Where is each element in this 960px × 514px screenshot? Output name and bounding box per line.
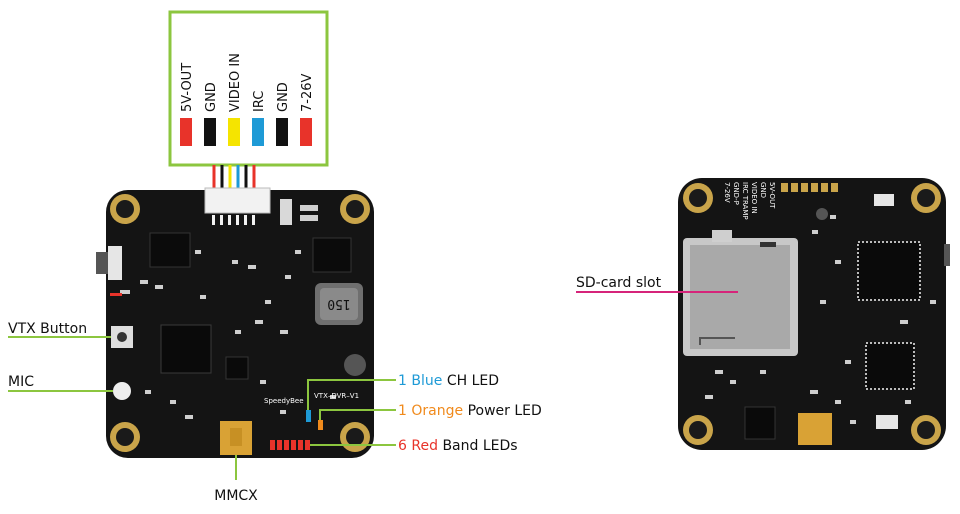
- pin-label: IRC: [252, 91, 267, 112]
- ic-chip: [225, 356, 249, 380]
- pin-color-swatch: [252, 118, 264, 146]
- ic-chip: [312, 237, 352, 273]
- pin-color-swatch: [228, 118, 240, 146]
- jst-connector: [204, 187, 271, 214]
- callout-orange-led: 1 Orange Power LED: [398, 403, 542, 419]
- pin-label: VIDEO IN: [228, 53, 243, 112]
- pin-label: GND: [204, 82, 219, 112]
- callout-vtx-button: VTX Button: [8, 321, 87, 337]
- solder-pads: [781, 183, 838, 192]
- vtx-button: [111, 326, 133, 348]
- mounting-hole: [911, 183, 941, 213]
- mounting-hole: [683, 415, 713, 445]
- mounting-hole: [340, 422, 370, 452]
- blue-led: [306, 410, 311, 422]
- model-silkscreen: VTX–DVR–V1: [314, 392, 359, 400]
- ic-chip: [149, 232, 191, 268]
- silk-label: GND-P: [732, 182, 740, 205]
- capacitor: [344, 354, 366, 376]
- callout-sd-slot: SD-card slot: [576, 275, 662, 291]
- silk-label: IRC TRAMP: [741, 182, 749, 220]
- orange-led: [318, 420, 323, 430]
- brand-silkscreen: SpeedyBee: [264, 397, 304, 405]
- silk-label: 5V-OUT: [768, 182, 776, 209]
- sd-card-slot: [683, 230, 798, 356]
- qfp-chip: [865, 342, 915, 390]
- pin-label: GND: [276, 82, 291, 112]
- mic: [113, 382, 131, 400]
- callout-lines: [8, 336, 396, 480]
- connector-wires: [212, 165, 256, 190]
- mounting-hole: [683, 183, 713, 213]
- callout-blue-led: 1 Blue CH LED: [398, 373, 499, 389]
- mounting-hole: [110, 422, 140, 452]
- pin-color-swatch: [204, 118, 216, 146]
- inductor-label: 150: [327, 296, 350, 311]
- pin-color-swatch: [276, 118, 288, 146]
- pin-list: 5V-OUT GND VIDEO IN IRC GND 7-26V: [180, 53, 315, 146]
- mounting-hole: [110, 194, 140, 224]
- mounting-hole: [340, 194, 370, 224]
- callout-mic: MIC: [8, 374, 34, 390]
- mounting-hole: [911, 415, 941, 445]
- smd-components: [120, 205, 336, 419]
- callout-red-leds: 6 Red Band LEDs: [398, 438, 518, 454]
- silk-label: 7-26V: [723, 182, 731, 203]
- pin-color-swatch: [300, 118, 312, 146]
- pin-label: 7-26V: [300, 73, 315, 112]
- qfp-chip: [857, 241, 921, 301]
- callout-mmcx: MMCX: [214, 488, 258, 504]
- silk-label: VIDEO IN: [750, 182, 758, 214]
- mmcx-connector-back: [798, 413, 832, 445]
- front-board: 150 SpeedyBee VTX–DVR–V1: [96, 187, 374, 458]
- pin-label: 5V-OUT: [180, 63, 195, 112]
- pin-color-swatch: [180, 118, 192, 146]
- red-band-leds: [270, 440, 310, 450]
- silk-label: GND: [759, 182, 767, 198]
- ic-chip-main: [160, 324, 212, 374]
